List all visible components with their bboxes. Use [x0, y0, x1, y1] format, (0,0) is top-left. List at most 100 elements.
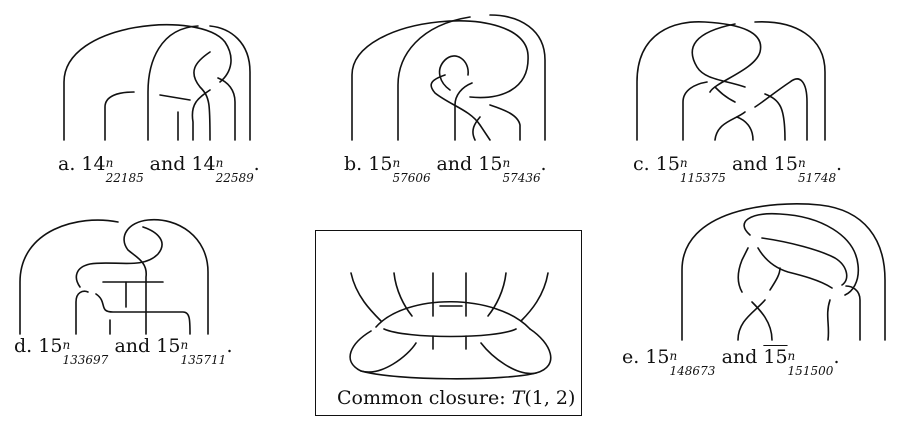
- knot-index: 115375: [679, 171, 726, 185]
- strand: [826, 299, 831, 341]
- conjunction: and: [436, 153, 473, 175]
- strand: [691, 23, 746, 88]
- strand: [397, 16, 471, 141]
- knot-number: 15: [655, 153, 680, 175]
- strand: [761, 237, 848, 286]
- knot-superscript: n: [669, 349, 678, 363]
- closure-drawing: [349, 272, 552, 380]
- knot-number: 14: [81, 153, 106, 175]
- period: .: [835, 153, 842, 175]
- strand: [769, 267, 781, 291]
- strand: [217, 77, 236, 141]
- conjunction: and: [731, 153, 768, 175]
- strand: [737, 247, 749, 293]
- knot-superscript: n: [502, 156, 511, 170]
- strand: [19, 219, 119, 335]
- strand: [351, 20, 529, 141]
- strand: [191, 89, 211, 141]
- strand: [520, 272, 549, 322]
- panel-letter: c.: [633, 153, 650, 175]
- panel-letter: d.: [14, 335, 33, 357]
- common-closure-box: Common closure: T(1, 2): [315, 230, 582, 416]
- knot-d-drawing: [19, 218, 209, 335]
- knot-index: 51748: [797, 171, 837, 185]
- strand: [438, 55, 469, 91]
- knot-index: 22185: [105, 171, 144, 185]
- knot-superscript: n: [180, 338, 189, 352]
- knot-index: 133697: [62, 353, 109, 367]
- knot-number: 15: [38, 335, 63, 357]
- knot-superscript: n: [62, 338, 71, 352]
- strand: [757, 247, 833, 289]
- strand: [75, 290, 89, 335]
- knot-superscript: n: [392, 156, 401, 170]
- strand: [75, 226, 163, 288]
- knot-number: 15: [478, 153, 503, 175]
- strand: [147, 25, 199, 141]
- strand: [63, 23, 232, 141]
- strand: [472, 116, 481, 141]
- strand: [714, 111, 746, 141]
- strand: [383, 328, 517, 338]
- knot-superscript: n: [215, 156, 224, 170]
- knot-superscript: n: [105, 156, 114, 170]
- strand: [681, 203, 886, 341]
- knot-number: 15: [645, 346, 670, 368]
- strand: [714, 86, 736, 103]
- knot-index: 135711: [180, 353, 227, 367]
- knot-number: 15: [156, 335, 181, 357]
- knot-index: 151500: [787, 364, 834, 378]
- strand: [845, 285, 861, 341]
- strand: [95, 293, 191, 335]
- strand: [350, 272, 382, 322]
- strand: [736, 116, 754, 141]
- strand: [104, 91, 135, 141]
- conjunction: and: [721, 346, 758, 368]
- period: .: [833, 346, 840, 368]
- torus-knot-name: T: [511, 387, 525, 409]
- panel-letter: a.: [58, 153, 76, 175]
- strand: [743, 212, 860, 296]
- strand: [636, 21, 762, 141]
- strand: [454, 82, 473, 141]
- strand: [193, 51, 211, 141]
- strand: [349, 330, 417, 373]
- knot-c-drawing: [636, 21, 826, 141]
- closure-caption: Common closure: T(1, 2): [337, 389, 575, 408]
- knot-index: 57606: [392, 171, 431, 185]
- knot-e-drawing: [681, 203, 886, 341]
- knot-a-drawing: [63, 23, 251, 141]
- knot-b-drawing: [351, 14, 546, 141]
- knot-number: 14: [191, 153, 216, 175]
- strand: [209, 25, 251, 141]
- strand: [737, 299, 766, 341]
- strand: [487, 272, 507, 317]
- strand: [489, 14, 546, 141]
- strand: [375, 300, 531, 330]
- knot-number: 15: [368, 153, 393, 175]
- torus-knot-args: (1, 2): [524, 387, 576, 409]
- closure-label: Common closure:: [337, 387, 512, 409]
- strand: [159, 94, 191, 101]
- strand: [751, 301, 773, 341]
- strand: [360, 370, 537, 380]
- conjunction: and: [149, 153, 186, 175]
- knot-number-mirror: 15: [763, 346, 788, 368]
- knot-index: 22589: [215, 171, 254, 185]
- knot-index: 57436: [502, 171, 541, 185]
- strand: [764, 93, 786, 141]
- strand: [393, 272, 413, 317]
- knot-index: 148673: [669, 364, 716, 378]
- strand: [489, 104, 521, 141]
- strand: [123, 218, 209, 335]
- conjunction: and: [114, 335, 151, 357]
- knot-superscript: n: [787, 349, 796, 363]
- knot-number: 15: [773, 153, 798, 175]
- strand: [754, 21, 826, 141]
- panel-letter: b.: [344, 153, 363, 175]
- strand: [430, 74, 491, 141]
